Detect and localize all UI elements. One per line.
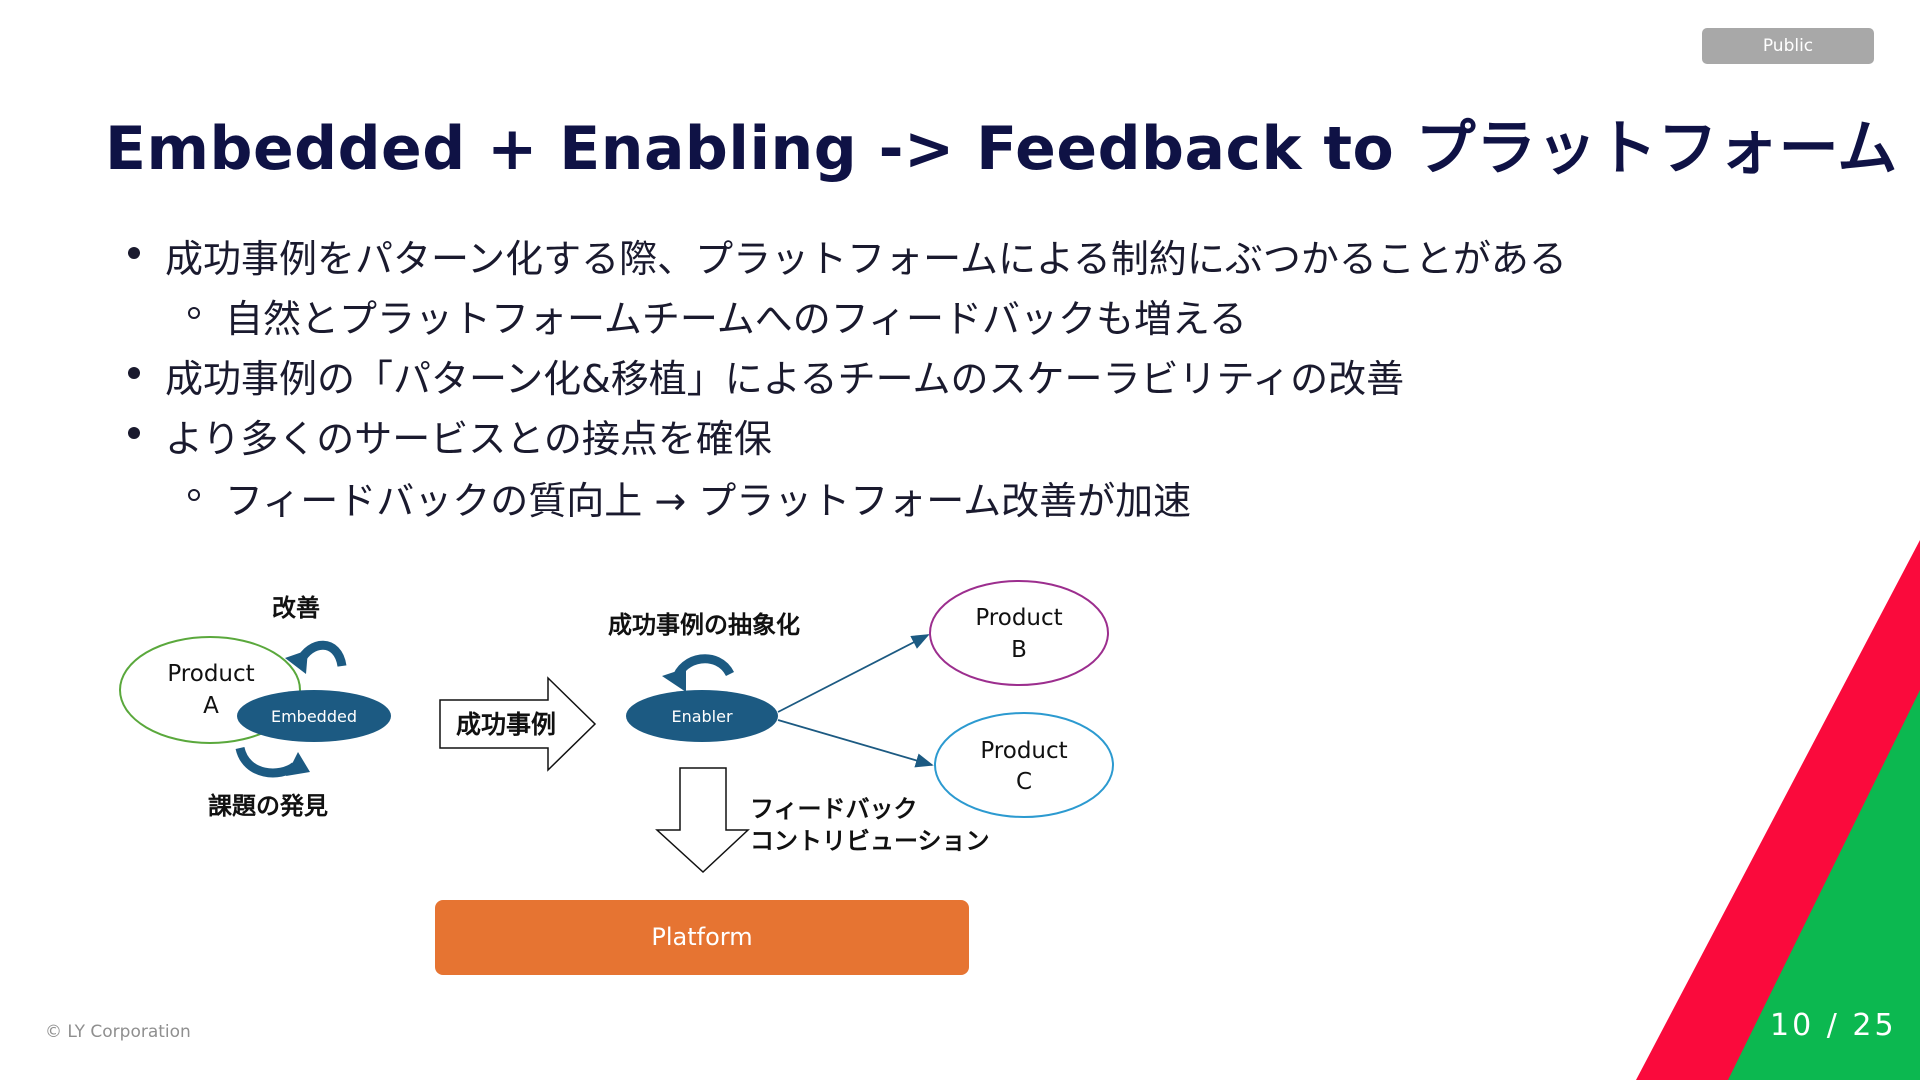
feedback-diagram: Product A 改善 課題の発見 Embedded 成功事例 成功事例の抽象…: [119, 580, 1114, 975]
improve-label: 改善: [272, 594, 320, 622]
product-b-ellipse: [929, 580, 1109, 686]
bullet-marker: [128, 427, 140, 439]
sub-bullet-marker: [188, 489, 200, 501]
arrow-to-product-c: [777, 719, 934, 768]
sub-bullet-marker: [188, 307, 200, 319]
product-a-letter: A: [203, 693, 219, 719]
embedded-ellipse: [237, 690, 391, 742]
product-b-letter: B: [1011, 637, 1027, 663]
discovery-arrowhead-icon: [286, 752, 310, 776]
product-a-ellipse: [119, 636, 301, 744]
success-case-label: 成功事例: [456, 710, 556, 739]
slide-title: Embedded + Enabling -> Feedback to プラットフ…: [105, 114, 1898, 184]
abstraction-label: 成功事例の抽象化: [608, 611, 800, 639]
product-b-label: Product: [975, 605, 1062, 631]
bullet-list: 成功事例をパターン化する際、プラットフォームによる制約にぶつかることがある 自然…: [0, 0, 1600, 523]
product-c-ellipse: [934, 712, 1114, 818]
sub-bullet-1: 自然とプラットフォームチームへのフィードバックも増える: [225, 297, 1247, 341]
issue-discovery-label: 課題の発見: [208, 792, 328, 820]
platform-box: [435, 900, 969, 975]
bullet-2: 成功事例の「パターン化&移植」によるチームのスケーラビリティの改善: [165, 357, 1405, 401]
feedback-down-arrow: [655, 767, 750, 874]
bullet-marker: [128, 367, 140, 379]
success-case-arrow: [439, 676, 597, 772]
contribution-label: コントリビューション: [750, 827, 990, 855]
improve-arrowhead-icon: [285, 650, 308, 674]
enabler-label: Enabler: [671, 707, 733, 726]
feedback-label: フィードバック: [750, 795, 918, 823]
platform-label: Platform: [651, 923, 752, 951]
embedded-label: Embedded: [271, 707, 357, 726]
arrow-to-product-b: [777, 634, 930, 713]
product-a-label: Product: [167, 661, 254, 687]
copyright: © LY Corporation: [45, 1022, 191, 1042]
product-c-letter: C: [1016, 769, 1032, 795]
visibility-badge: Public: [1702, 28, 1874, 64]
product-c-label: Product: [980, 738, 1067, 764]
bullet-1: 成功事例をパターン化する際、プラットフォームによる制約にぶつかることがある: [165, 237, 1567, 281]
page-number: 10 / 25: [1770, 1008, 1897, 1043]
bullet-3: より多くのサービスとの接点を確保: [165, 417, 772, 461]
discovery-arrow-icon: [235, 746, 298, 778]
bullet-marker: [128, 247, 140, 259]
red-stripe: [1636, 540, 1920, 1080]
enabler-ellipse: [626, 690, 778, 742]
abstraction-arrowhead-icon: [662, 668, 686, 692]
sub-bullet-2: フィードバックの質向上 → プラットフォーム改善が加速: [225, 479, 1192, 523]
